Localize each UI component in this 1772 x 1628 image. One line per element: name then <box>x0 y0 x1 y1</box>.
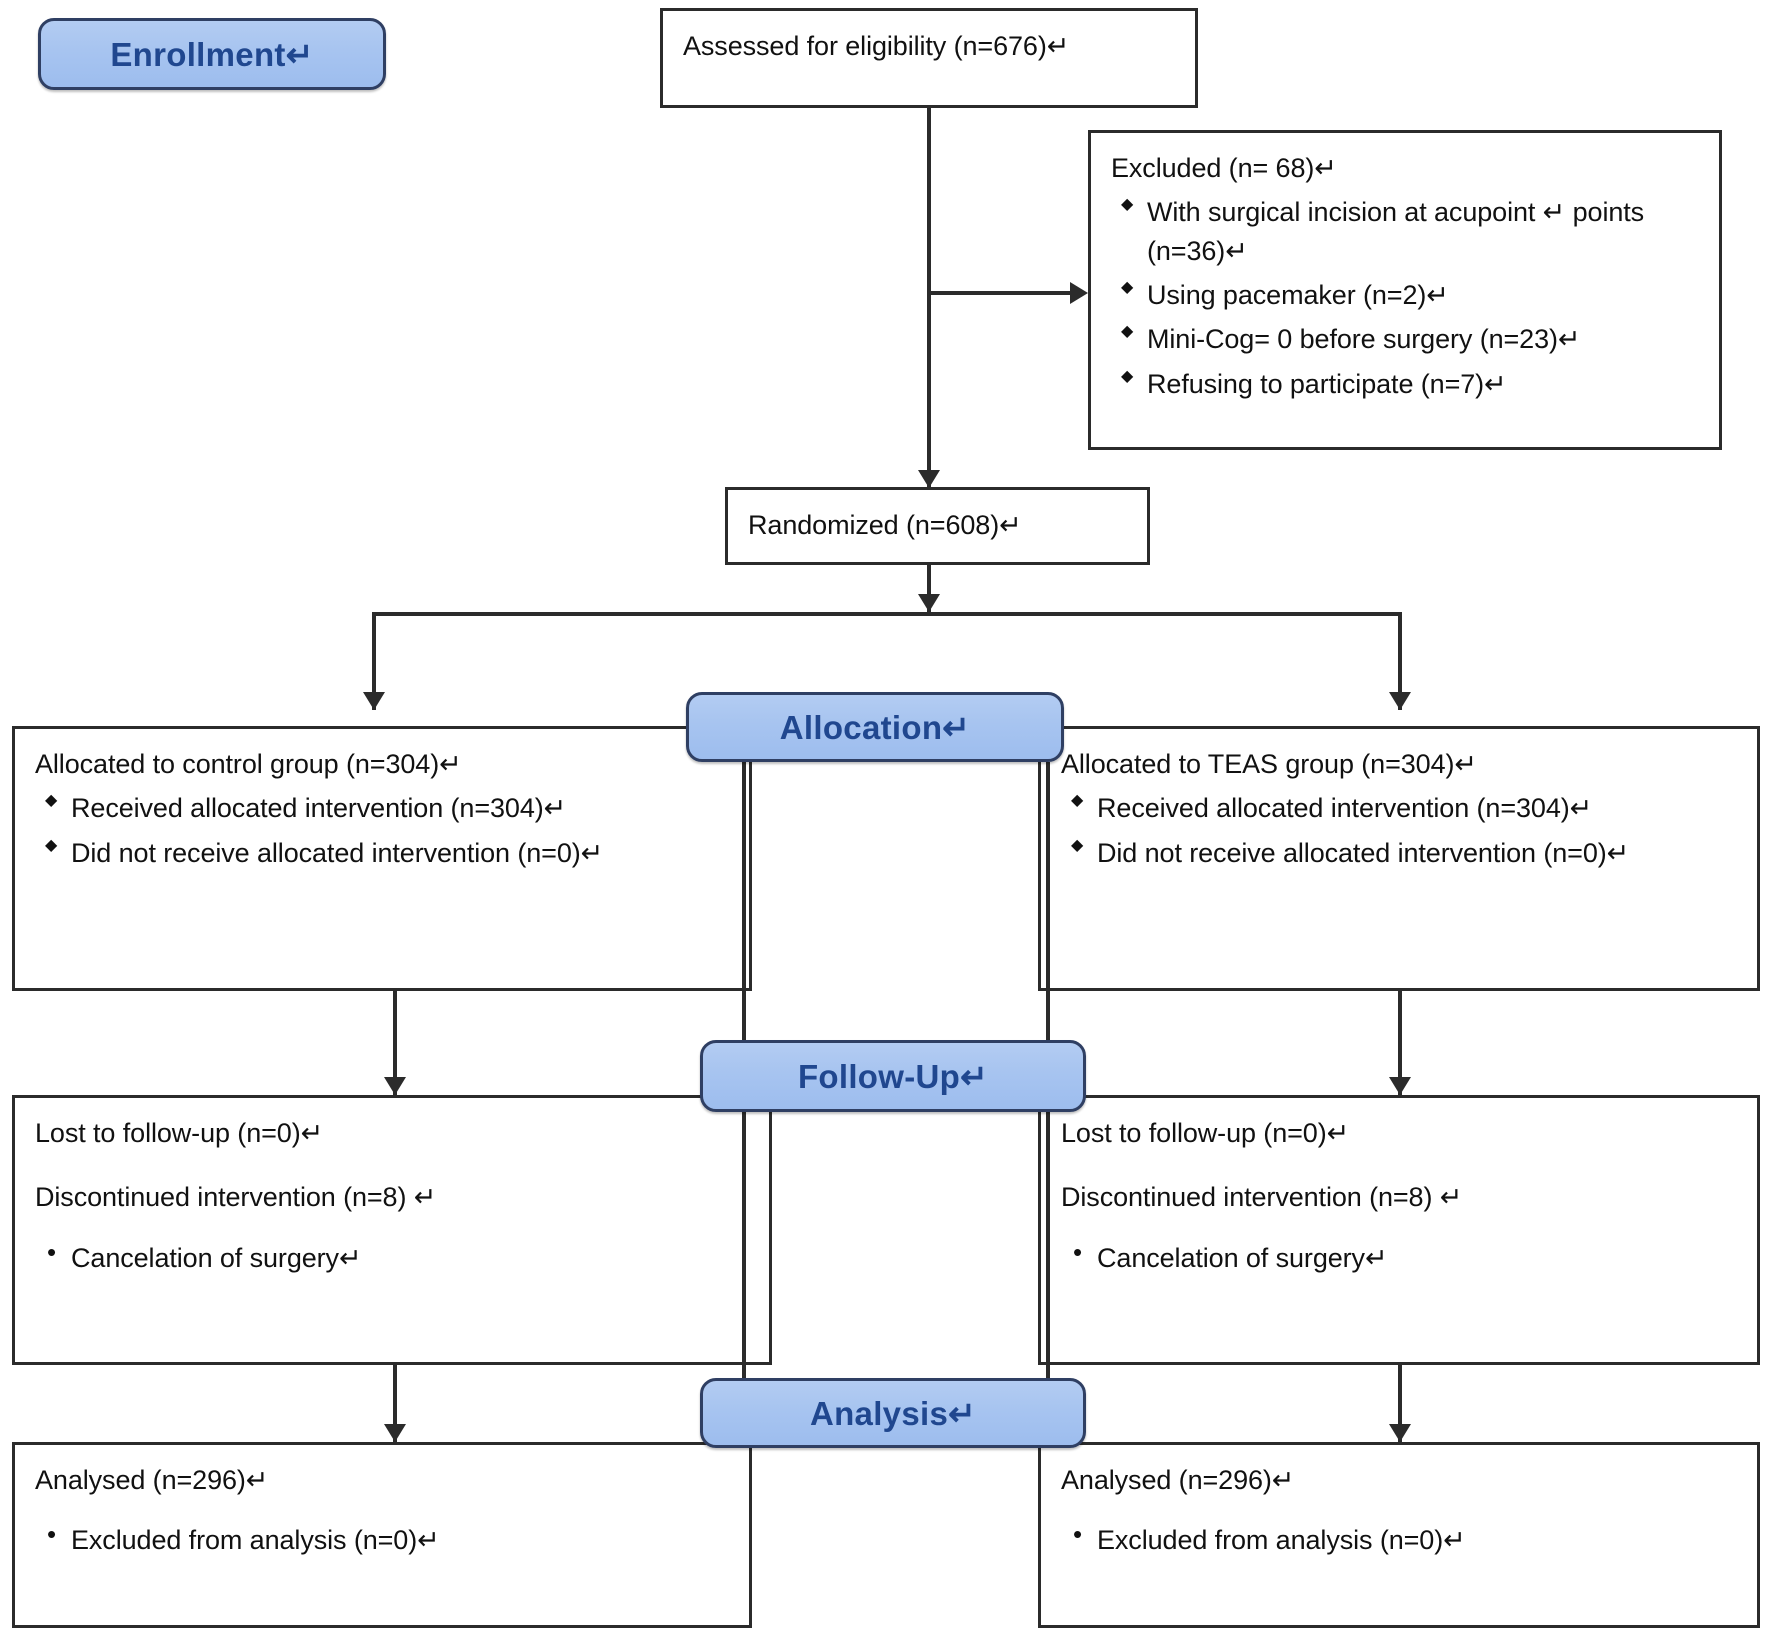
connector-randomized-down <box>927 565 931 612</box>
node-allocated-teas: Allocated to TEAS group (n=304)↵ Receive… <box>1038 726 1760 991</box>
randomized-text: Randomized (n=608)↵ <box>748 510 1022 540</box>
list-item: Excluded from analysis (n=0)↵ <box>35 1516 729 1559</box>
list-item: Cancelation of surgery↵ <box>1061 1234 1737 1277</box>
connector-teas-rail-analysis <box>1046 1112 1050 1445</box>
alloc-teas-header: Allocated to TEAS group (n=304)↵ <box>1061 749 1477 779</box>
arrowhead-followup-control <box>384 1077 406 1095</box>
arrowhead-followup-teas <box>1389 1077 1411 1095</box>
node-followup-control: Lost to follow-up (n=0)↵ Discontinued in… <box>12 1095 772 1365</box>
stage-label-allocation: Allocation↵ <box>686 692 1064 762</box>
followup-control-line1: Lost to follow-up (n=0)↵ <box>35 1118 324 1148</box>
arrowhead-analysis-control <box>384 1424 406 1442</box>
analysis-teas-header: Analysed (n=296)↵ <box>1061 1465 1295 1495</box>
connector-split-left-down <box>372 612 376 710</box>
stage-label-enrollment: Enrollment↵ <box>38 18 386 90</box>
list-item: Received allocated intervention (n=304)↵ <box>35 789 729 827</box>
analysis-teas-list: Excluded from analysis (n=0)↵ <box>1061 1516 1737 1559</box>
followup-teas-line2: Discontinued intervention (n=8) ↵ <box>1061 1182 1463 1213</box>
connector-teas-rail <box>1046 762 1050 1095</box>
list-item: Refusing to participate (n=7)↵ <box>1111 365 1699 403</box>
node-analysed-control: Analysed (n=296)↵ Excluded from analysis… <box>12 1442 752 1628</box>
connector-split-right-down <box>1398 612 1402 710</box>
connector-control-rail <box>742 762 746 1095</box>
list-item: Using pacemaker (n=2)↵ <box>1111 276 1699 314</box>
excluded-header: Excluded (n= 68)↵ <box>1111 153 1337 183</box>
list-item: Mini-Cog= 0 before surgery (n=23)↵ <box>1111 320 1699 358</box>
node-analysed-teas: Analysed (n=296)↵ Excluded from analysis… <box>1038 1442 1760 1628</box>
node-excluded: Excluded (n= 68)↵ With surgical incision… <box>1088 130 1722 450</box>
connector-control-to-followup <box>393 991 397 1095</box>
followup-control-line2: Discontinued intervention (n=8) ↵ <box>35 1182 437 1213</box>
followup-control-list: Cancelation of surgery↵ <box>35 1234 749 1277</box>
list-item: Cancelation of surgery↵ <box>35 1234 749 1277</box>
stage-label-followup: Follow-Up↵ <box>700 1040 1086 1112</box>
connector-to-excluded <box>927 291 1070 295</box>
arrowhead-randomized-split <box>918 594 940 612</box>
connector-split-bar <box>372 612 1402 616</box>
stage-label-analysis-text: Analysis↵ <box>809 1394 977 1432</box>
arrowhead-to-randomized <box>918 470 940 488</box>
connector-followup-teas-to-analysis <box>1398 1365 1402 1445</box>
node-assessed-for-eligibility: Assessed for eligibility (n=676)↵ <box>660 8 1198 108</box>
connector-followup-control-to-analysis <box>393 1365 397 1445</box>
arrowhead-alloc-control <box>363 692 385 710</box>
alloc-teas-list: Received allocated intervention (n=304)↵… <box>1061 789 1737 872</box>
list-item: With surgical incision at acupoint ↵ poi… <box>1111 193 1699 270</box>
connector-control-rail-analysis <box>742 1112 746 1445</box>
node-followup-teas: Lost to follow-up (n=0)↵ Discontinued in… <box>1038 1095 1760 1365</box>
list-item: Excluded from analysis (n=0)↵ <box>1061 1516 1737 1559</box>
stage-label-allocation-text: Allocation↵ <box>779 708 971 746</box>
connector-assessed-down <box>927 108 931 488</box>
stage-label-enrollment-text: Enrollment↵ <box>110 35 314 73</box>
analysis-control-list: Excluded from analysis (n=0)↵ <box>35 1516 729 1559</box>
arrowhead-analysis-teas <box>1389 1424 1411 1442</box>
excluded-reason-list: With surgical incision at acupoint ↵ poi… <box>1111 193 1699 403</box>
analysis-control-header: Analysed (n=296)↵ <box>35 1465 269 1495</box>
stage-label-followup-text: Follow-Up↵ <box>797 1057 989 1095</box>
node-randomized: Randomized (n=608)↵ <box>725 487 1150 565</box>
list-item: Did not receive allocated intervention (… <box>35 834 729 872</box>
node-allocated-control: Allocated to control group (n=304)↵ Rece… <box>12 726 752 991</box>
list-item: Received allocated intervention (n=304)↵ <box>1061 789 1737 827</box>
connector-teas-to-followup <box>1398 991 1402 1095</box>
arrowhead-to-excluded <box>1070 282 1088 304</box>
followup-teas-line1: Lost to follow-up (n=0)↵ <box>1061 1118 1350 1148</box>
alloc-control-list: Received allocated intervention (n=304)↵… <box>35 789 729 872</box>
list-item: Did not receive allocated intervention (… <box>1061 834 1737 872</box>
assessed-text: Assessed for eligibility (n=676)↵ <box>683 31 1070 61</box>
stage-label-analysis: Analysis↵ <box>700 1378 1086 1448</box>
alloc-control-header: Allocated to control group (n=304)↵ <box>35 749 462 779</box>
arrowhead-alloc-teas <box>1389 692 1411 710</box>
followup-teas-list: Cancelation of surgery↵ <box>1061 1234 1737 1277</box>
